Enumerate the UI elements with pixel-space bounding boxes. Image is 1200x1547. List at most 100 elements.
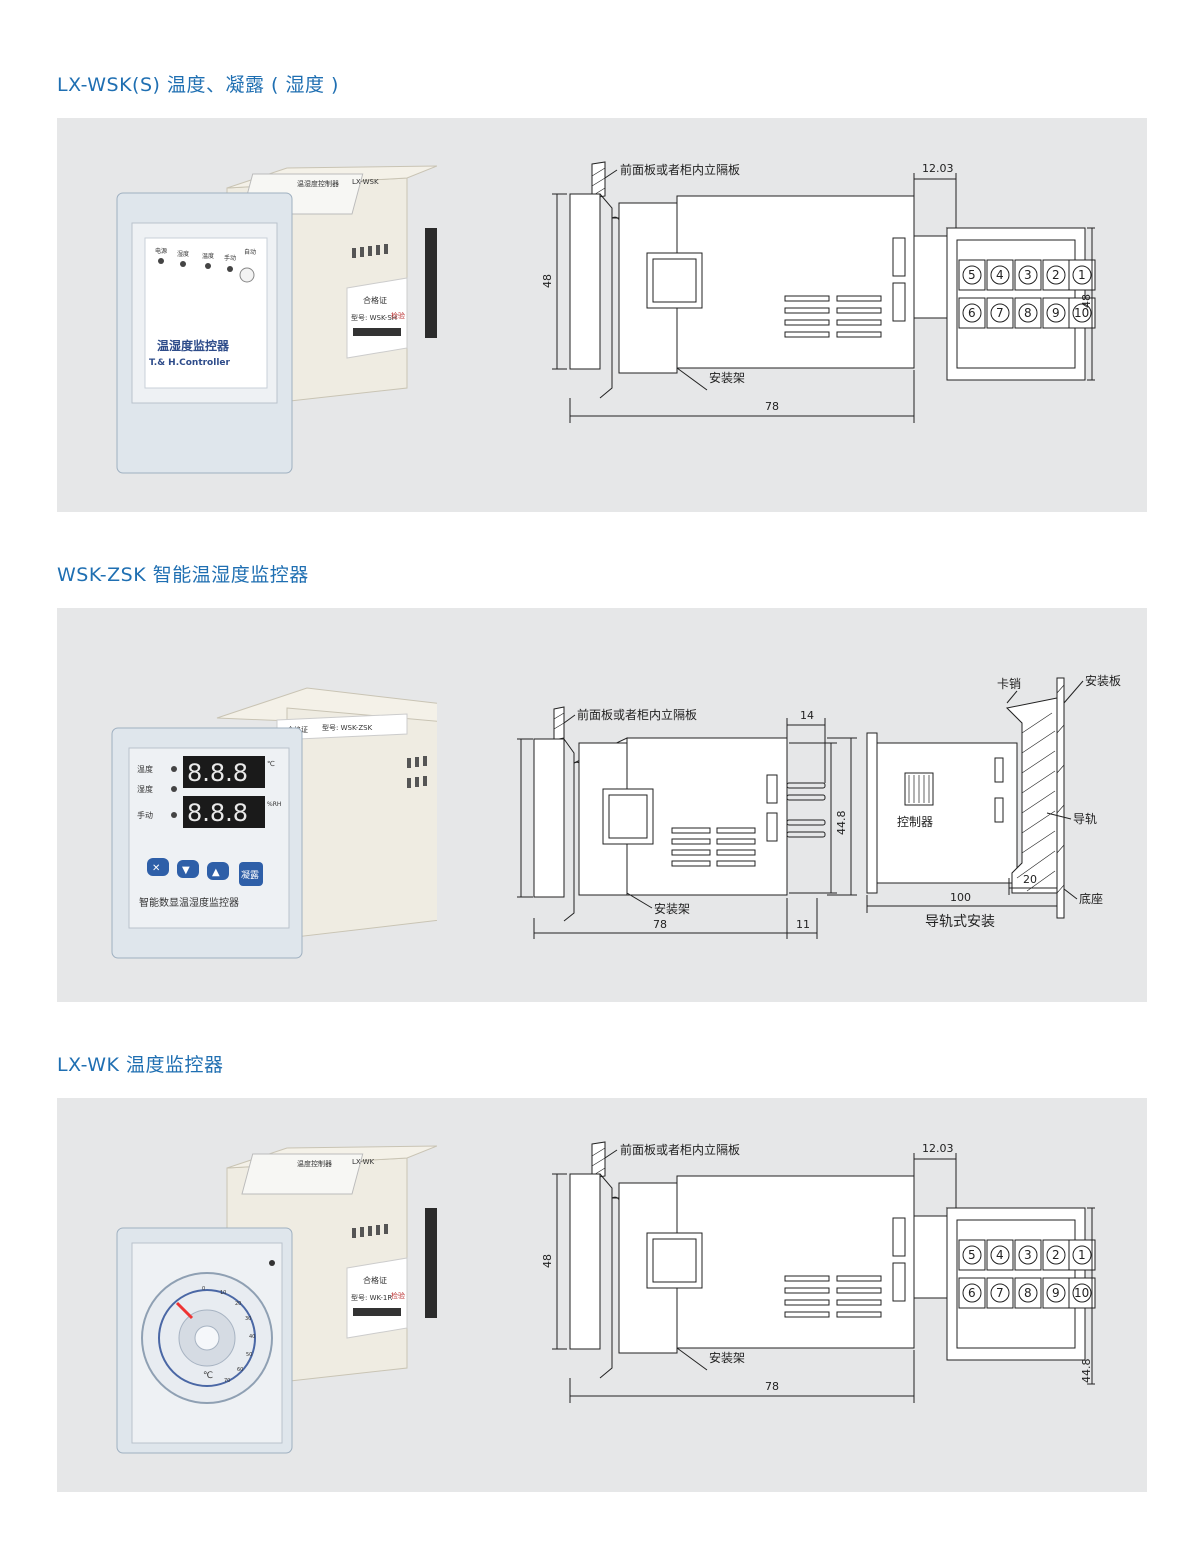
svg-text:10: 10 [1074, 1286, 1089, 1300]
dim-depth: 12.03 [922, 162, 954, 175]
svg-text:9: 9 [1052, 306, 1060, 320]
dim-terminal-height: 44.8 [1080, 1359, 1093, 1384]
svg-text:8.8.8: 8.8.8 [187, 759, 248, 787]
svg-text:5: 5 [968, 268, 976, 282]
svg-text:4: 4 [996, 1248, 1004, 1262]
row-label-manual: 手动 [137, 810, 153, 820]
controller-label: 控制器 [897, 815, 933, 829]
temperature-dial[interactable]: 0 10 20 30 40 50 60 70 ℃ [141, 1272, 273, 1404]
svg-text:5: 5 [968, 1248, 976, 1262]
product-photo-wsk-zsk: 合格证 型号: WSK-ZSK 温度 湿度 手动 8.8.8 ℃ 8.8.8 %… [111, 687, 437, 959]
front-panel-hatch [591, 161, 606, 199]
power-indicator [158, 258, 164, 264]
svg-text:型号: WSK-ZSK: 型号: WSK-ZSK [322, 723, 373, 732]
indicator-row: 电源 湿度 温度 手动 自动 [155, 247, 256, 283]
top-label: 温度控制器 [297, 1159, 332, 1168]
dim-length: 78 [765, 1380, 779, 1393]
front-panel-label: 前面板或者柜内立隔板 [620, 1142, 740, 1157]
svg-text:℃: ℃ [267, 760, 275, 768]
svg-text:合格证: 合格证 [363, 295, 387, 305]
svg-text:4: 4 [996, 268, 1004, 282]
svg-text:温度: 温度 [202, 252, 214, 260]
panel-caption: 智能数显温湿度监控器 [139, 896, 239, 909]
svg-text:电源: 电源 [155, 247, 167, 255]
svg-text:合格证: 合格证 [363, 1275, 387, 1285]
svg-text:检验: 检验 [391, 311, 405, 320]
svg-text:2: 2 [1052, 1248, 1060, 1262]
status-indicator [269, 1260, 275, 1266]
dim-terminal-height: 48 [1080, 294, 1093, 308]
product-photo-lx-wk: 温度控制器 LX-WK 合格证 型号: WK-1R 检验 0 10 20 30 … [116, 1145, 437, 1454]
model-label: LX-WK [352, 1158, 375, 1166]
svg-text:℃: ℃ [203, 1371, 213, 1381]
svg-text:凝露: 凝露 [241, 870, 259, 881]
product-panel-wsk-zsk: 合格证 型号: WSK-ZSK 温度 湿度 手动 8.8.8 ℃ 8.8.8 %… [57, 608, 1147, 1002]
svg-text:湿度: 湿度 [177, 250, 189, 258]
svg-text:0: 0 [202, 1286, 205, 1292]
dimension-drawing-wsk-zsk: 前面板或者柜内立隔板 48 44.8 14 78 11 安装架 [517, 673, 1121, 939]
dim-height: 48 [541, 1254, 554, 1268]
section-title-lx-wk: LX-WK 温度监控器 [57, 1054, 224, 1076]
svg-text:6: 6 [968, 306, 976, 320]
dimension-drawing-lx-wk: 前面板或者柜内立隔板 48 78 12.03 安装架 [541, 1141, 1096, 1403]
svg-text:自动: 自动 [244, 248, 256, 256]
svg-text:70: 70 [224, 1378, 230, 1384]
rail-label: 导轨 [1073, 812, 1097, 826]
settings-button[interactable] [147, 858, 169, 876]
section-title-wsk-zsk: WSK-ZSK 智能温湿度监控器 [57, 564, 309, 586]
svg-text:8.8.8: 8.8.8 [187, 799, 248, 827]
svg-text:1: 1 [1078, 268, 1086, 282]
panel-subtitle: T.& H.Controller [149, 358, 231, 368]
dim-rail-offset: 20 [1023, 873, 1037, 886]
terminal-block: 5 4 3 2 1 6 7 8 9 10 [945, 227, 1096, 381]
svg-text:50: 50 [246, 1352, 252, 1358]
svg-text:%RH: %RH [267, 801, 281, 808]
dim-tail: 11 [796, 918, 810, 931]
svg-text:30: 30 [245, 1316, 251, 1322]
svg-text:7: 7 [996, 306, 1004, 320]
manual-indicator [227, 266, 233, 272]
svg-text:手动: 手动 [224, 254, 236, 262]
dim-length: 78 [765, 400, 779, 413]
dim-height: 48 [541, 274, 554, 288]
section-title-lx-wsk: LX-WSK(S) 温度、凝露 ( 湿度 ) [57, 74, 339, 96]
dim-inner-height: 44.8 [835, 811, 848, 836]
bracket-label: 安装架 [709, 370, 745, 385]
svg-text:10: 10 [220, 1290, 226, 1296]
product-panel-lx-wsk: 温湿度控制器 LX-WSK 合格证 型号: WSK-SH 检验 电源 湿度 温度… [57, 118, 1147, 512]
certificate-sticker: 合格证 型号: WK-1R 检验 [346, 1257, 408, 1339]
panel-title: 温湿度监控器 [157, 338, 230, 353]
svg-text:8: 8 [1024, 1286, 1032, 1300]
setpoint-pointer [175, 1301, 194, 1320]
mode-knob [239, 267, 255, 283]
svg-text:9: 9 [1052, 1286, 1060, 1300]
up-button[interactable] [207, 862, 229, 880]
dim-height: 48 [517, 809, 518, 823]
bracket-label: 安装架 [654, 901, 690, 916]
dim-depth: 14 [800, 709, 814, 722]
svg-text:3: 3 [1024, 1248, 1032, 1262]
svg-text:3: 3 [1024, 268, 1032, 282]
svg-text:10: 10 [1074, 306, 1089, 320]
temperature-indicator [205, 263, 211, 269]
humidity-indicator [180, 261, 186, 267]
wrench-icon: ✕ [152, 863, 160, 874]
humidity-display [183, 796, 265, 828]
svg-text:检验: 检验 [391, 1291, 405, 1300]
svg-text:6: 6 [968, 1286, 976, 1300]
svg-text:40: 40 [249, 1334, 255, 1340]
dimension-drawing-lx-wsk: 前面板或者柜内立隔板 48 78 12.03 安装架 [541, 161, 1096, 423]
rail-pin-label: 卡销 [997, 677, 1021, 691]
mount-plate-label: 安装板 [1085, 673, 1121, 688]
row-label-hum: 湿度 [137, 784, 153, 794]
brand-badge [239, 862, 263, 886]
svg-text:1: 1 [1078, 1248, 1086, 1262]
chevron-down-icon: ▼ [182, 865, 190, 876]
certificate-sticker: 合格证 型号: WSK-SH 检验 [346, 277, 408, 359]
rail-caption: 导轨式安装 [925, 914, 995, 930]
down-button[interactable] [177, 860, 199, 878]
terminal-block: 5 4 3 2 1 6 7 8 9 10 [945, 1207, 1096, 1361]
model-label: LX-WSK [352, 178, 379, 186]
row-label-temp: 温度 [137, 764, 153, 774]
svg-text:2: 2 [1052, 268, 1060, 282]
